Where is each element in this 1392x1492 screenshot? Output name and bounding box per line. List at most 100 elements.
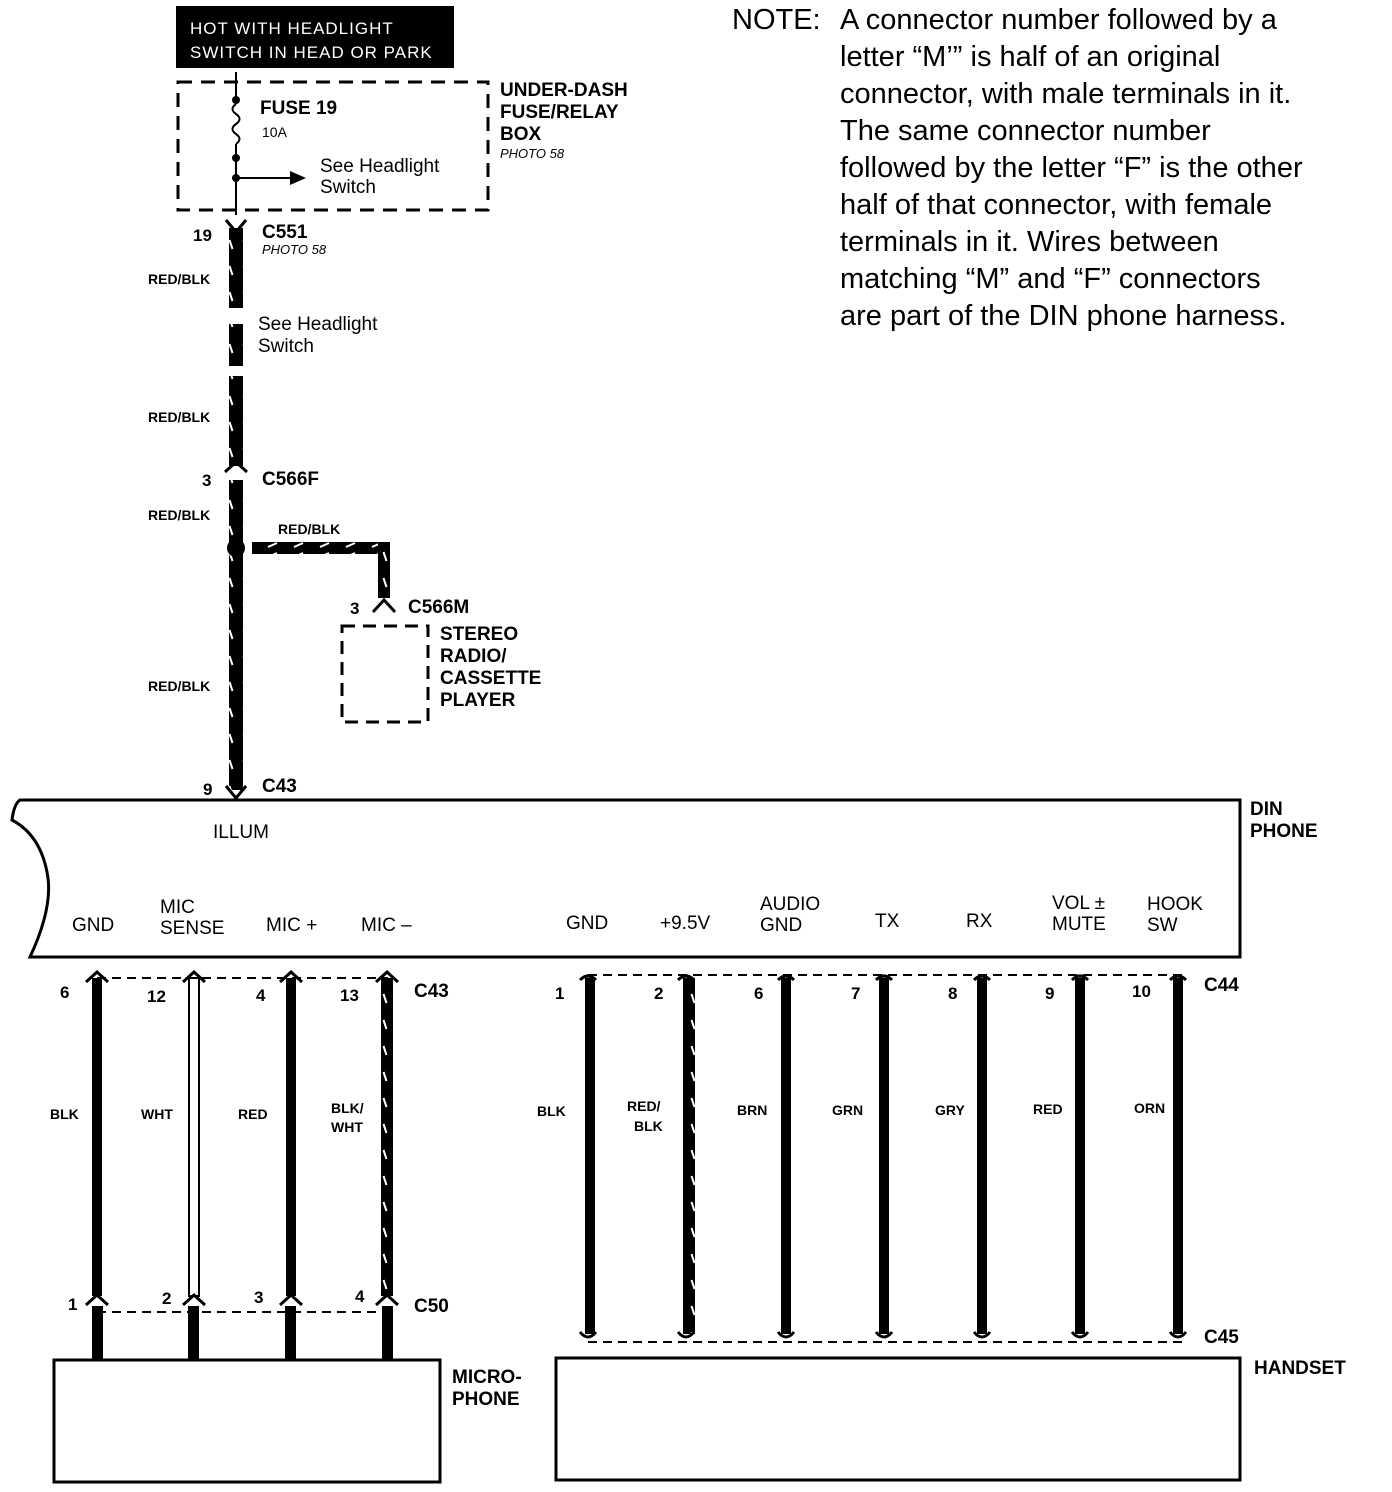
c43-top-name: C43 xyxy=(262,776,297,797)
note-line: half of that connector, with female xyxy=(840,189,1273,221)
microphone-name-1: MICRO- xyxy=(452,1367,522,1388)
connector-c566f: 3 C566F xyxy=(202,459,319,490)
wire-color-label: BLK xyxy=(50,1106,79,1122)
handset-wire-grn: 7 GRN xyxy=(832,974,894,1339)
fuse-relay-box: FUSE 19 10A See Headlight Switch UNDER-D… xyxy=(176,72,628,215)
fuse-see-line-1: See Headlight xyxy=(320,156,440,177)
c551-photo: PHOTO 58 xyxy=(262,242,327,257)
handset-top-connector: C44 xyxy=(1204,975,1239,996)
note: NOTE: A connector number followed by a l… xyxy=(732,2,1388,332)
c566m-pin: 3 xyxy=(350,599,359,618)
terminal-vol-mute: VOL ± xyxy=(1052,893,1105,914)
fuse-box-name-2: FUSE/RELAY xyxy=(500,102,619,123)
terminal-hook-sw: HOOK xyxy=(1147,894,1203,915)
pin-label: 12 xyxy=(147,987,166,1006)
wire-color-label: RED/BLK xyxy=(148,678,210,694)
wire-color-label: GRY xyxy=(935,1102,965,1118)
mic-wire-blk: 6 1 BLK xyxy=(50,969,110,1362)
pin-label: 3 xyxy=(254,1288,263,1307)
branch-wire: RED/BLK xyxy=(227,521,390,598)
pin-label: 4 xyxy=(256,986,266,1005)
microphone-box xyxy=(52,1358,442,1484)
handset-name: HANDSET xyxy=(1254,1358,1346,1379)
din-phone-name-2: PHONE xyxy=(1250,821,1318,842)
pin-label: 8 xyxy=(948,984,957,1003)
note-line: followed by the letter “F” is the other xyxy=(840,152,1303,184)
wire-color-label: ORN xyxy=(1134,1100,1165,1116)
pin-label: 2 xyxy=(162,1289,171,1308)
din-phone-box: DIN PHONE ILLUM GND MIC SENSE MIC + MIC … xyxy=(10,798,1318,959)
terminal-mic-sense: MIC xyxy=(160,897,195,918)
note-body: A connector number followed by a letter … xyxy=(840,2,1388,335)
pin-label: 13 xyxy=(340,986,359,1005)
wire-color-label: RED/BLK xyxy=(148,507,210,523)
wire-see-line-2: Switch xyxy=(258,336,314,357)
terminal-mic-plus: MIC + xyxy=(266,915,317,936)
terminal-vol-mute: MUTE xyxy=(1052,914,1106,935)
mic-bottom-connector: C50 xyxy=(414,1296,449,1317)
note-line: terminals in it. Wires between xyxy=(840,226,1219,258)
microphone-name-2: PHONE xyxy=(452,1389,520,1410)
pin-label: 4 xyxy=(355,1287,365,1306)
splice-dot xyxy=(227,539,245,557)
c566f-name: C566F xyxy=(262,469,319,490)
pin-label: 1 xyxy=(555,984,564,1003)
wire-color-label: BRN xyxy=(737,1102,767,1118)
connector-c43-top: 9 C43 xyxy=(203,776,297,801)
fuse-box-photo: PHOTO 58 xyxy=(500,146,565,161)
mic-top-connector: C43 xyxy=(414,981,449,1002)
branch-color-label: RED/BLK xyxy=(278,521,340,537)
pin-label: 1 xyxy=(68,1295,77,1314)
wire-color-label: RED xyxy=(1033,1101,1063,1117)
illum-terminal: ILLUM xyxy=(213,822,269,843)
note-lead: NOTE: xyxy=(732,4,821,36)
note-line: The same connector number xyxy=(840,115,1211,147)
mic-wire-red: 4 3 RED xyxy=(238,969,304,1362)
arrow-right-icon xyxy=(290,171,306,185)
din-phone-name-1: DIN xyxy=(1250,799,1283,820)
c551-pin: 19 xyxy=(193,226,212,245)
terminal-mic-minus: MIC – xyxy=(361,915,412,936)
connector-c566m: 3 C566M xyxy=(350,597,469,618)
stereo-line-2: RADIO/ xyxy=(440,646,507,667)
mic-harness: C43 C50 6 1 BLK 12 2 WHT xyxy=(50,969,522,1484)
pin-label: 9 xyxy=(1045,984,1054,1003)
wire-color-label: WHT xyxy=(141,1106,173,1122)
hot-line-1: HOT WITH HEADLIGHT xyxy=(190,19,394,38)
pin-label: 6 xyxy=(754,984,763,1003)
terminal-rx: RX xyxy=(966,911,993,932)
pin-label: 10 xyxy=(1132,982,1151,1001)
handset-wire-red: 9 RED xyxy=(1033,974,1090,1339)
main-wire: RED/BLK See Headlight Switch RED/BLK RED… xyxy=(148,228,378,790)
terminal-gnd: GND xyxy=(566,913,608,934)
connector-c551: 19 C551 PHOTO 58 xyxy=(193,219,327,257)
wire-color-label: GRN xyxy=(832,1102,863,1118)
c551-name: C551 xyxy=(262,222,308,243)
note-line: letter “M’” is half of an original xyxy=(840,41,1221,73)
fuse-box-name-1: UNDER-DASH xyxy=(500,80,628,101)
handset-wire-gry: 8 GRY xyxy=(935,974,992,1339)
fuse-box-name-3: BOX xyxy=(500,124,542,145)
handset-bottom-connector: C45 xyxy=(1204,1327,1239,1348)
stereo-line-4: PLAYER xyxy=(440,690,516,711)
terminal-tx: TX xyxy=(875,911,900,932)
hot-line-2: SWITCH IN HEAD OR PARK xyxy=(190,43,433,62)
mic-wire-wht: 12 2 WHT xyxy=(141,969,207,1362)
fuse-symbol-icon xyxy=(231,103,241,145)
wire-color-label: RED/BLK xyxy=(148,271,210,287)
mic-wire-blk-wht: 13 4 BLK/ WHT xyxy=(331,969,400,1362)
stereo-line-3: CASSETTE xyxy=(440,668,541,689)
note-line: A connector number followed by a xyxy=(840,4,1277,36)
fuse-name: FUSE 19 xyxy=(260,98,337,119)
c43-top-pin: 9 xyxy=(203,780,212,799)
terminal-audio-gnd: AUDIO xyxy=(760,894,820,915)
fuse-see-line-2: Switch xyxy=(320,177,376,198)
note-line: matching “M” and “F” connectors xyxy=(840,263,1261,295)
c566m-name: C566M xyxy=(408,597,469,618)
wire-color-label: RED/BLK xyxy=(148,409,210,425)
note-line: connector, with male terminals in it. xyxy=(840,78,1292,110)
handset-wire-red-blk: 2 RED/ BLK xyxy=(627,974,696,1339)
hot-indicator-box: HOT WITH HEADLIGHT SWITCH IN HEAD OR PAR… xyxy=(176,6,454,68)
stereo-radio-box: STEREO RADIO/ CASSETTE PLAYER xyxy=(340,624,541,724)
